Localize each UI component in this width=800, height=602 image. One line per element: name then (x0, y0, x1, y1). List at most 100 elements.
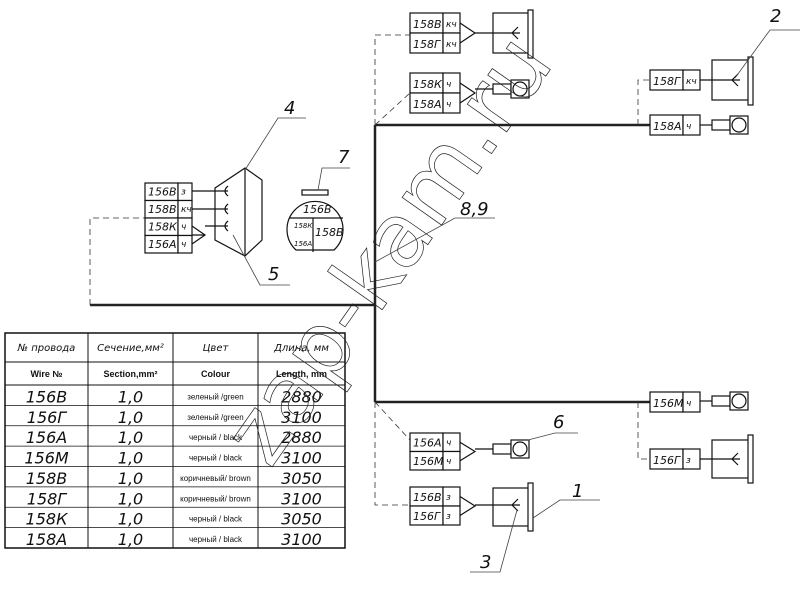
wire-number: 158А (26, 530, 67, 549)
section: 1,0 (118, 408, 143, 427)
connector-158a-right: 158А ч (649, 114, 701, 136)
colour: черный / black (189, 535, 243, 544)
colour-code: ч (446, 100, 451, 110)
colour-code: кч (446, 20, 457, 30)
watermark: zap-kam.ru (203, 16, 572, 482)
wire-label: 156В (413, 491, 442, 504)
callout-8-9: 8,9 (460, 199, 489, 220)
colour-code: ч (446, 439, 451, 449)
callouts: 1 2 3 4 5 6 7 8,9 (232, 6, 800, 573)
colour: зеленый /green (187, 413, 243, 422)
length: 3100 (281, 449, 322, 468)
header-ru: Цвет (203, 343, 230, 354)
colour-code: ч (686, 399, 691, 409)
callout-3: 3 (480, 552, 491, 573)
colour-code: з (686, 456, 691, 466)
colour: черный / black (189, 433, 243, 442)
wire-label: 158К (148, 221, 178, 234)
colour-code: кч (686, 77, 697, 87)
pin-label: 158К (294, 222, 313, 230)
header-ru: Длина, мм (273, 343, 329, 354)
colour-code: з (181, 188, 186, 198)
wire-number: 158В (26, 469, 68, 488)
pin-label: 158В (315, 226, 344, 239)
length: 3050 (281, 510, 322, 529)
length: 3100 (281, 489, 322, 508)
callout-5: 5 (268, 264, 279, 285)
section: 1,0 (118, 489, 143, 508)
length: 2880 (281, 428, 322, 447)
section: 1,0 (118, 469, 143, 488)
header-ru: № провода (17, 343, 76, 354)
wire-label: 158К (413, 78, 443, 91)
section: 1,0 (118, 449, 143, 468)
wire-label: 158А (413, 98, 442, 111)
length: 2880 (281, 387, 322, 406)
length: 3100 (281, 530, 322, 549)
colour-code: з (446, 493, 451, 503)
connector-group-156v-156g: 156В з 156Г з (409, 486, 477, 526)
colour-code: кч (181, 205, 192, 215)
wire-number: 156Г (27, 408, 68, 427)
wire-label: 158Г (653, 75, 681, 88)
colour-code: ч (181, 223, 186, 233)
callout-4: 4 (284, 98, 295, 119)
section: 1,0 (118, 510, 143, 529)
pin-label: 156А (294, 240, 312, 248)
section: 1,0 (118, 428, 143, 447)
section: 1,0 (118, 387, 143, 406)
header-en: Wire № (31, 369, 63, 379)
devices (475, 9, 754, 532)
callout-6: 6 (553, 412, 564, 433)
colour: черный / black (189, 515, 243, 524)
connector-158g-right: 158Г кч (649, 69, 701, 91)
colour-cell (177, 234, 193, 254)
connector-156g-right: 156Г з (649, 448, 701, 470)
wire-label: 156Г (653, 454, 681, 467)
wire-label: 158А (653, 120, 682, 133)
wire-fork (459, 82, 477, 104)
colour-code: ч (446, 80, 451, 90)
header-en: Section,mm² (103, 369, 157, 379)
length: 3050 (281, 469, 322, 488)
wire-label: 158Г (413, 38, 441, 51)
colour-code: ч (686, 122, 691, 132)
colour-code: ч (181, 240, 186, 250)
wire-label: 156М (413, 455, 444, 468)
wire-label: 156Г (413, 510, 441, 523)
wire-number: 158К (26, 510, 69, 529)
wire-label: 156В (148, 186, 177, 199)
wire-fork (459, 495, 477, 517)
callout-2: 2 (770, 6, 781, 27)
colour-code: ч (446, 457, 451, 467)
wire-label: 156А (413, 437, 442, 450)
connector-4-housing (192, 167, 263, 257)
wire-label: 156А (148, 238, 177, 251)
callout-7: 7 (338, 147, 350, 168)
pin-label: 156В (303, 203, 332, 216)
colour: зеленый /green (187, 392, 243, 401)
wire-label: 156М (653, 397, 684, 410)
header-en: Colour (201, 369, 230, 379)
wire-number: 156М (24, 449, 69, 468)
section: 1,0 (118, 530, 143, 549)
round-connector-7: 156В 158К 156А 158В (286, 189, 344, 252)
header-ru: Сечение,мм² (97, 343, 164, 354)
wire-fork (459, 441, 477, 462)
colour-code: кч (446, 40, 457, 50)
harness-trunk (89, 34, 650, 506)
colour: коричневый/ brown (180, 494, 251, 503)
wire-number: 158Г (27, 489, 68, 508)
colour: коричневый/ brown (180, 474, 251, 483)
colour: черный / black (189, 454, 243, 463)
wire-label: 158В (148, 203, 177, 216)
colour-code: з (446, 512, 451, 522)
